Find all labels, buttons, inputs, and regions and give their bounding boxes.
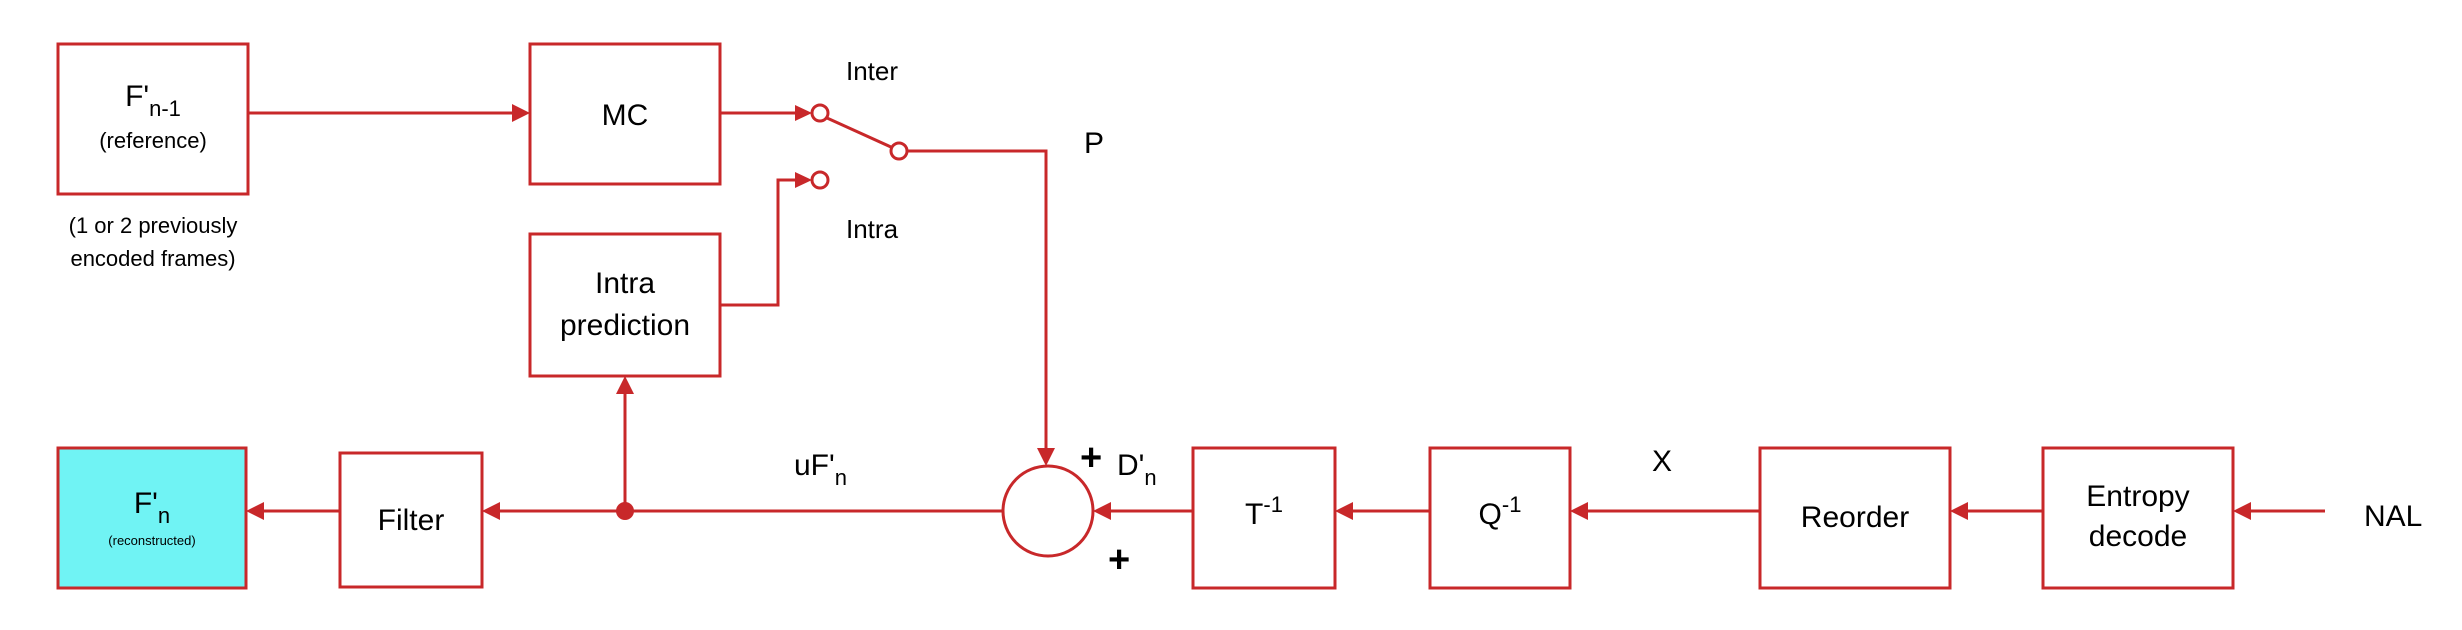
signal-d-label: D'n — [1117, 449, 1157, 490]
reconstructed-frame-block: F'n (reconstructed) — [56, 446, 248, 590]
mc-block: MC — [528, 42, 722, 186]
arrow-into-inter-contact — [795, 105, 812, 121]
reconstructed-frame-label: F'n — [134, 487, 170, 528]
arrow-into-reconstructed — [246, 502, 264, 520]
reorder-block: Reorder — [1758, 446, 1952, 590]
reference-note-line2: encoded frames) — [70, 246, 235, 271]
wire-intra-to-switch — [720, 178, 798, 307]
prediction-switch — [810, 103, 909, 190]
arrow-into-t — [1335, 502, 1353, 520]
reorder-label: Reorder — [1801, 501, 1909, 534]
arrow-into-reorder — [1950, 502, 1968, 520]
arrow-into-intra-contact — [795, 172, 812, 188]
arrow-into-q — [1570, 502, 1588, 520]
signal-p-label: P — [1084, 127, 1104, 160]
intra-prediction-block: Intra prediction — [528, 232, 722, 378]
reference-frame-caption: (reference) — [99, 128, 207, 153]
switch-inter-label: Inter — [846, 56, 898, 86]
inverse-transform-label: T-1 — [1245, 492, 1283, 531]
reference-note-line1: (1 or 2 previously — [69, 213, 238, 238]
intra-prediction-line2: prediction — [560, 309, 690, 342]
entropy-decode-line1: Entropy — [2086, 480, 2189, 513]
inverse-quantization-block: Q-1 — [1428, 446, 1572, 590]
signal-uf-label: uF'n — [794, 449, 847, 490]
entropy-decode-line2: decode — [2089, 520, 2187, 553]
reference-note: (1 or 2 previously encoded frames) — [69, 213, 238, 271]
arrow-into-summation-right — [1093, 502, 1111, 520]
filter-label: Filter — [378, 504, 445, 537]
signal-x-label: X — [1652, 445, 1672, 478]
summation-node — [1001, 464, 1095, 558]
summation-plus-bottom: + — [1108, 539, 1130, 581]
reference-frame-block: F'n-1 (reference) — [56, 42, 250, 196]
inter-contact — [810, 103, 830, 123]
arrow-into-summation-top — [1037, 448, 1055, 466]
intra-prediction-line1: Intra — [595, 267, 655, 300]
switch-intra-label: Intra — [846, 214, 899, 244]
reconstructed-frame-caption: (reconstructed) — [108, 533, 195, 548]
intra-contact — [810, 170, 830, 190]
reference-frame-label: F'n-1 — [125, 80, 181, 121]
entropy-decode-block: Entropy decode — [2041, 446, 2235, 590]
signal-nal-label: NAL — [2364, 500, 2422, 533]
mc-label: MC — [602, 99, 649, 132]
arrow-into-filter — [482, 502, 500, 520]
arrow-into-mc — [512, 104, 530, 122]
inverse-quantization-label: Q-1 — [1479, 492, 1522, 531]
wire-p-to-summation — [907, 149, 1048, 450]
arrow-into-entropy — [2233, 502, 2251, 520]
arrow-into-intra-prediction — [616, 376, 634, 394]
inverse-transform-block: T-1 — [1191, 446, 1337, 590]
switch-pivot — [889, 141, 909, 161]
summation-plus-top: + — [1080, 437, 1102, 479]
switch-blade — [826, 116, 892, 149]
filter-block: Filter — [338, 451, 484, 589]
